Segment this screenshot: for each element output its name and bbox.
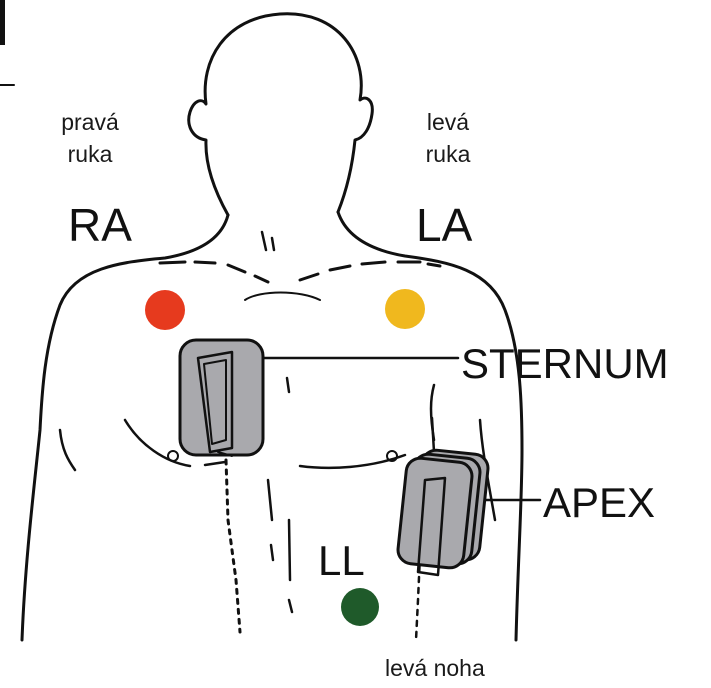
chest-mark-2 <box>268 480 273 560</box>
left-leg-label: levá noha <box>385 652 485 684</box>
apex-cable-top <box>432 418 434 452</box>
chest-mark-4 <box>289 600 292 612</box>
la-label: LA <box>416 202 472 248</box>
right-arm-inner <box>60 430 75 470</box>
corner-mark <box>0 0 5 45</box>
sternum-cable <box>226 460 240 632</box>
ll-label: LL <box>318 540 365 582</box>
head-outline <box>189 14 373 215</box>
apex-label: APEX <box>543 482 655 524</box>
left-arm-label: levá ruka <box>408 106 488 170</box>
ra-label: RA <box>68 202 132 248</box>
sternum-pad <box>180 340 263 456</box>
apex-pad <box>397 449 490 575</box>
sternum-label: STERNUM <box>461 343 669 385</box>
right-arm-label-line1: pravá <box>50 106 130 138</box>
ll-electrode <box>341 588 379 626</box>
right-arm-label-line2: ruka <box>50 138 130 170</box>
right-neck-shoulder-outline <box>338 212 522 640</box>
left-arm-label-line2: ruka <box>408 138 488 170</box>
chest-mark-3 <box>289 520 290 580</box>
pectoral-line-left <box>300 455 405 468</box>
chest-mark-1 <box>287 378 289 392</box>
collarbone-right <box>160 262 268 282</box>
right-arm-label: pravá ruka <box>50 106 130 170</box>
sternal-notch <box>262 232 274 250</box>
ra-electrode <box>145 290 185 330</box>
left-arm-label-line1: levá <box>408 106 488 138</box>
nipple-right <box>168 451 178 461</box>
collarbone-left <box>300 262 440 280</box>
upper-chest-curve <box>245 293 320 301</box>
la-electrode <box>385 289 425 329</box>
